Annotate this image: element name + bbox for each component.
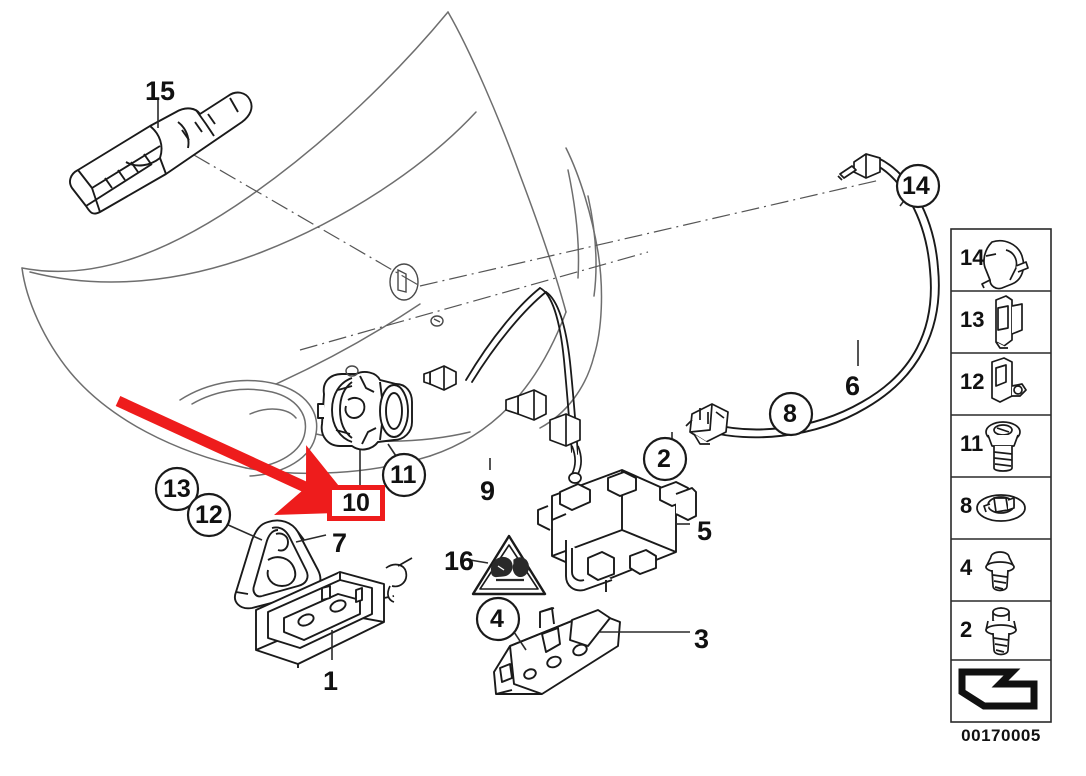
legend-number-8[interactable]: 8 xyxy=(960,493,973,518)
legend-icon-hex-flange-screw-icon xyxy=(985,607,1017,656)
legend-number-14[interactable]: 14 xyxy=(960,245,985,270)
legend-icon-clip-13-icon xyxy=(995,295,1023,349)
legend-icon-direction-arrow-icon xyxy=(958,668,1038,710)
legend-panel-frame xyxy=(950,228,1052,723)
part-3-striker-bracket xyxy=(493,607,621,695)
callout-9[interactable]: 9 xyxy=(480,476,496,506)
legend-number-12[interactable]: 12 xyxy=(960,369,985,394)
callout-8[interactable]: 8 xyxy=(783,400,797,428)
callout-16[interactable]: 16 xyxy=(444,546,475,576)
callout-13[interactable]: 13 xyxy=(163,475,191,503)
legend-icon-cable-grommet-icon xyxy=(981,239,1029,290)
legend-icon-expanding-rivet-icon xyxy=(976,494,1026,522)
legend-number-11[interactable]: 11 xyxy=(960,431,984,456)
callout-11[interactable]: 11 xyxy=(390,461,417,489)
callout-5[interactable]: 5 xyxy=(697,516,713,546)
legend-icon-clip-12-icon xyxy=(991,357,1027,403)
part-1-trunk-lid-grip-trim xyxy=(255,571,395,668)
callout-12[interactable]: 12 xyxy=(195,501,223,529)
callout-circles xyxy=(154,163,941,642)
part-16-warning-glyph xyxy=(490,556,529,582)
part-9-rod-end-fitting xyxy=(549,413,582,484)
part-13-hook-clip xyxy=(385,557,413,603)
lid-mounting-marks xyxy=(345,263,444,377)
part-10-lock-cylinder xyxy=(317,371,413,451)
callout-4[interactable]: 4 xyxy=(490,605,504,633)
highlighted-callout-10-box[interactable]: 10 xyxy=(327,485,385,521)
part-9-upper-bracket xyxy=(505,389,547,421)
legend-icon-torx-pan-screw-icon xyxy=(985,421,1021,472)
callout-14[interactable]: 14 xyxy=(902,172,930,200)
assembly-axis-lines xyxy=(167,139,881,351)
part-14-cable-end-grommet xyxy=(837,153,881,181)
part-8-cable-clip-lower xyxy=(685,403,729,445)
legend-icon-flange-tapping-screw-icon xyxy=(985,551,1015,592)
legend-number-2[interactable]: 2 xyxy=(960,617,973,642)
callout-2[interactable]: 2 xyxy=(657,445,671,473)
callout-7[interactable]: 7 xyxy=(332,528,348,558)
legend-number-4[interactable]: 4 xyxy=(960,555,973,580)
part-12-clip-near-cylinder xyxy=(423,365,457,391)
diagram-part-number: 00170005 xyxy=(961,726,1041,745)
callout-3[interactable]: 3 xyxy=(694,624,710,654)
callout-6[interactable]: 6 xyxy=(845,371,861,401)
legend-number-13[interactable]: 13 xyxy=(960,307,985,332)
part-5-trunk-lock-actuator xyxy=(537,469,697,592)
part-15-trunk-lid-handle-strip xyxy=(69,91,253,215)
callout-1[interactable]: 1 xyxy=(323,666,339,696)
highlight-arrow xyxy=(115,396,360,516)
callout-10-label: 10 xyxy=(342,488,370,517)
callout-15[interactable]: 15 xyxy=(145,76,176,106)
